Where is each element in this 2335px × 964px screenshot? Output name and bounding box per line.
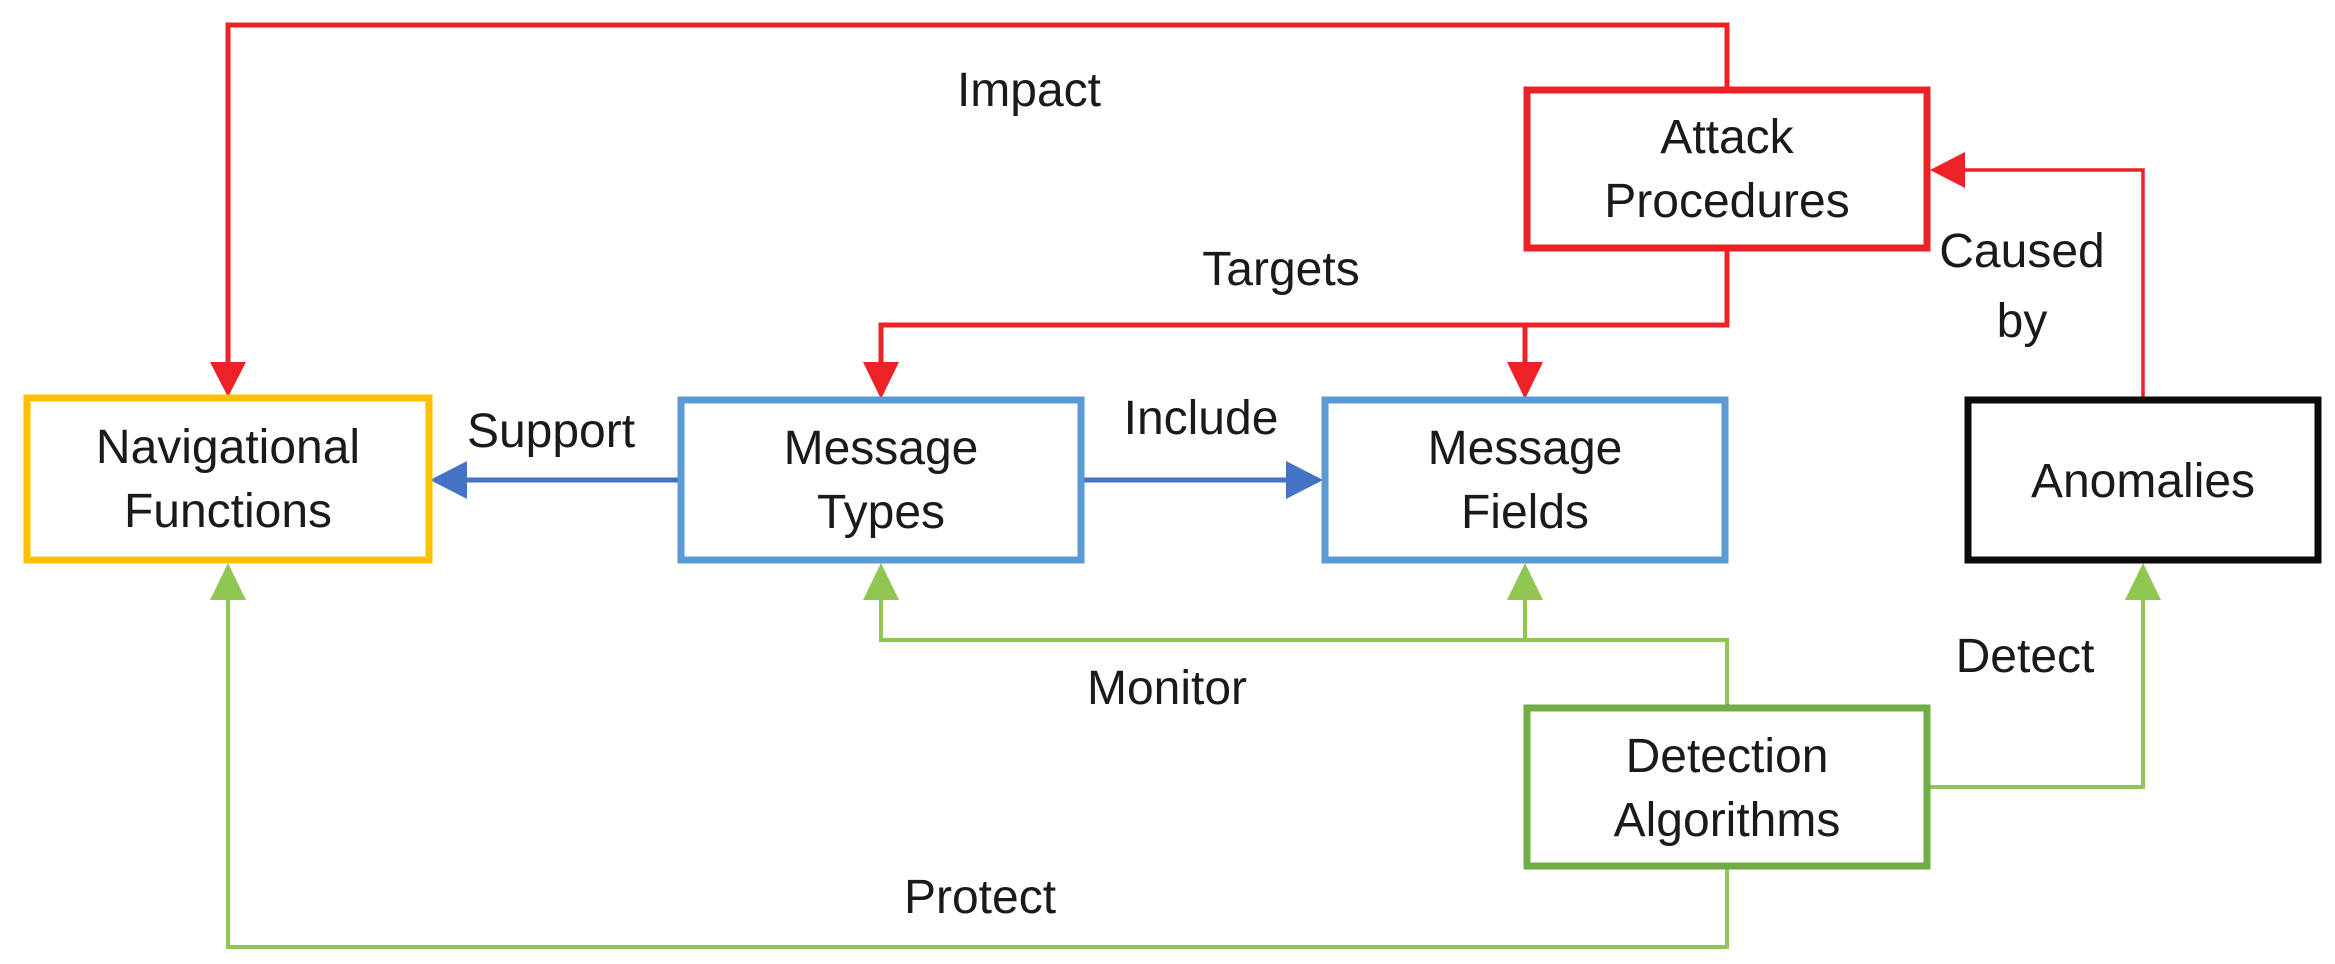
monitor-edge — [879, 598, 1729, 708]
impact-edge — [225, 22, 1730, 364]
monitor-arrowhead-fields — [1507, 563, 1543, 600]
caused-by-arrowhead — [1930, 152, 1965, 188]
detect-arrowhead — [2125, 563, 2161, 600]
caused-by-edge-label-line2: by — [1997, 295, 2048, 348]
navigational-functions-box — [23, 394, 433, 564]
message-fields-label-line2: Fields — [1461, 486, 1589, 539]
protect-edge — [226, 598, 1729, 949]
targets-arrowhead-types — [863, 362, 899, 399]
attack-procedures-label-line1: Attack — [1660, 111, 1794, 164]
monitor-arrowhead-types — [863, 563, 899, 600]
message-fields-box — [1321, 396, 1729, 564]
message-types-label-line1: Message — [784, 422, 979, 475]
impact-edge-label: Impact — [957, 64, 1101, 117]
navigational-functions-label-line2: Functions — [124, 485, 332, 538]
detection-algorithms-label-line1: Detection — [1626, 730, 1829, 783]
anomalies-box — [1964, 396, 2322, 564]
detection-algorithms-label-line2: Algorithms — [1614, 794, 1841, 847]
attack-procedures-label-line2: Procedures — [1604, 175, 1849, 228]
protect-arrowhead — [210, 563, 246, 600]
support-edge-label: Support — [467, 405, 635, 458]
message-fields-label-line1: Message — [1428, 422, 1623, 475]
caused-by-edge-label-line1: Caused — [1939, 225, 2104, 278]
targets-edge-label: Targets — [1202, 243, 1359, 296]
attack-procedures-box — [1523, 86, 1931, 252]
impact-arrowhead — [210, 362, 246, 397]
navigational-functions-label-line1: Navigational — [96, 421, 360, 474]
include-edge-label: Include — [1124, 392, 1279, 445]
targets-edge — [878, 248, 1730, 364]
protect-edge-label: Protect — [904, 871, 1056, 924]
monitor-edge-label: Monitor — [1087, 662, 1247, 715]
include-arrowhead — [1286, 461, 1323, 499]
caused-by-edge — [1963, 168, 2145, 399]
anomalies-label-line1: Anomalies — [2031, 455, 2255, 508]
message-types-box — [677, 396, 1085, 564]
support-arrowhead — [430, 461, 467, 499]
detect-edge — [1927, 598, 2145, 789]
detect-edge-label: Detect — [1956, 630, 2095, 683]
targets-arrowhead-fields — [1507, 362, 1543, 399]
message-types-label-line2: Types — [817, 486, 945, 539]
detection-algorithms-box — [1523, 704, 1931, 870]
